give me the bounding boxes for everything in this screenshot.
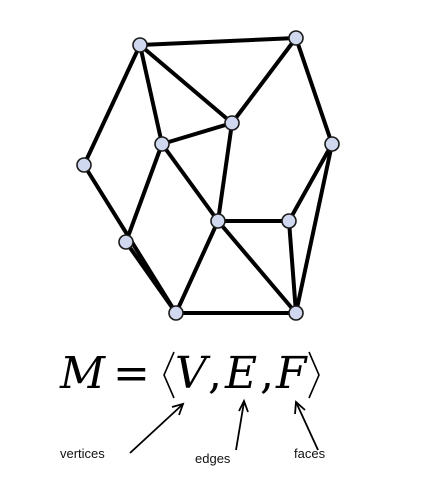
- label-faces: faces: [294, 446, 326, 461]
- edge-v2-v6: [294, 36, 334, 146]
- edge-v1-v2: [138, 36, 298, 47]
- annotation-arrows: [129, 398, 319, 454]
- formula: M = V , E , F: [59, 348, 320, 399]
- formula-equals: =: [113, 348, 150, 399]
- vertex-v4: [154, 136, 170, 152]
- vertex-v2: [288, 30, 304, 46]
- formula-e: E: [224, 348, 257, 399]
- edge-v1-v5: [82, 43, 142, 167]
- vertices-layer: [76, 30, 340, 321]
- edge-v4-v3: [160, 121, 234, 146]
- vertex-v3: [224, 115, 240, 131]
- label-vertices: vertices: [60, 446, 105, 461]
- vertex-v10: [168, 305, 184, 321]
- edge-v4-v9: [124, 142, 164, 244]
- edge-v1-v4: [138, 43, 164, 146]
- edge-v4-v7: [160, 142, 220, 223]
- edge-v8-v11: [287, 219, 298, 315]
- edge-v1-v3: [138, 43, 234, 125]
- edge-v6-v11: [294, 142, 334, 315]
- vertex-v11: [288, 305, 304, 321]
- edge-v7-v10: [174, 219, 220, 315]
- edge-v8-v6: [287, 142, 334, 223]
- formula-f: F: [275, 348, 308, 399]
- edge-v3-v7: [216, 121, 234, 223]
- label-edges: edges: [195, 451, 231, 466]
- formula-right-angle-bracket: [308, 351, 320, 399]
- edge-v7-v11: [216, 219, 298, 315]
- formula-comma-1: ,: [208, 348, 222, 399]
- edge-v9-v10: [124, 240, 178, 315]
- formula-left-angle-bracket: [163, 351, 175, 399]
- vertex-v9: [118, 234, 134, 250]
- vertex-v1: [132, 37, 148, 53]
- arrow-faces: [294, 400, 319, 451]
- edge-v2-v3: [230, 36, 298, 125]
- vertex-v7: [210, 213, 226, 229]
- arrow-vertices: [129, 402, 185, 454]
- vertex-v5: [76, 157, 92, 173]
- edges-layer: [82, 36, 334, 315]
- formula-lhs: M: [59, 348, 106, 399]
- vertex-v8: [281, 213, 297, 229]
- vertex-v6: [324, 136, 340, 152]
- formula-v: V: [175, 348, 211, 399]
- formula-comma-2: ,: [260, 348, 274, 399]
- arrow-edges: [235, 398, 249, 451]
